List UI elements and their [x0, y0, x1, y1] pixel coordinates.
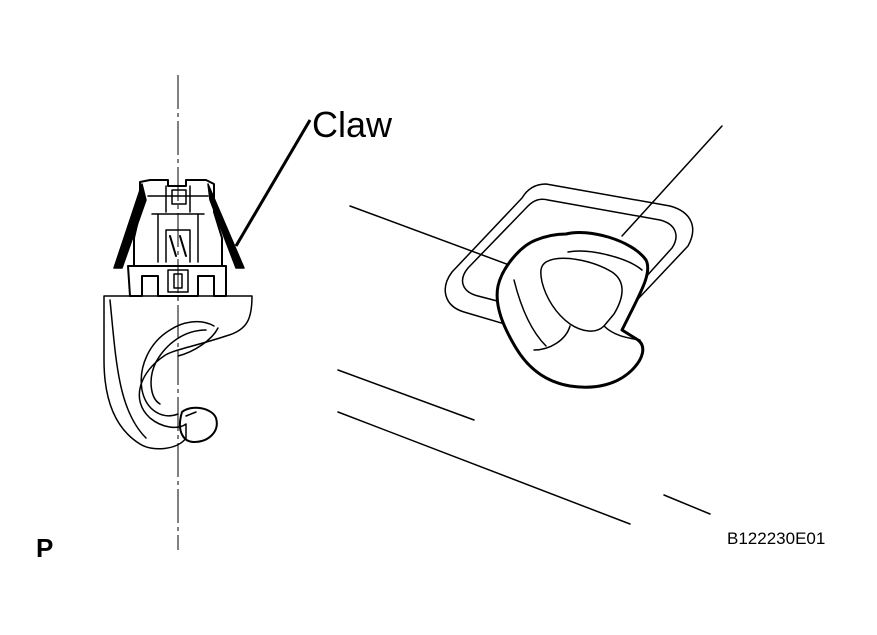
clip-top-body [133, 179, 223, 267]
claw-leader-line [234, 119, 312, 247]
hook-inner-face [540, 257, 623, 332]
hook-tip [178, 406, 218, 443]
figure-code-label: B122230E01 [727, 529, 826, 548]
clip-installed-view [337, 125, 723, 525]
right-claw [207, 183, 245, 269]
panel-line [663, 494, 711, 515]
panel-line [337, 369, 475, 421]
left-claw [113, 183, 147, 269]
panel-line [349, 205, 513, 267]
hook-body [103, 295, 253, 450]
view-letter-label: P [36, 533, 54, 563]
hook-loop [140, 320, 215, 417]
clip-window-top [171, 189, 187, 205]
claw-label: Claw [312, 104, 393, 145]
hook-perspective [495, 230, 650, 389]
panel-line [621, 125, 723, 237]
panel-line [337, 411, 631, 525]
